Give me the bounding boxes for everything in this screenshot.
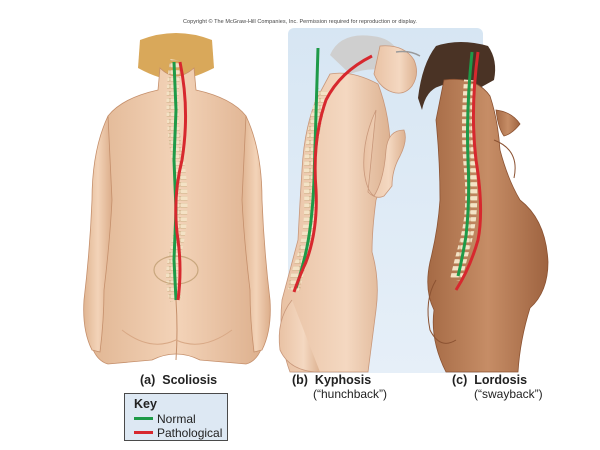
legend-title: Key	[134, 397, 157, 411]
caption-lordosis: (c) Lordosis	[452, 373, 527, 387]
legend-label-normal: Normal	[157, 412, 196, 426]
figure-lordosis	[418, 42, 549, 373]
head-elderly	[373, 45, 417, 94]
copyright-notice: Copyright © The McGraw-Hill Companies, I…	[182, 19, 418, 25]
pathological-curve-b	[292, 54, 373, 293]
hand-pregnant	[495, 109, 521, 137]
pathological-curve-c	[454, 51, 483, 291]
caption-name-b: Kyphosis	[314, 373, 372, 387]
caption-scoliosis: (a) Scoliosis	[140, 373, 217, 387]
hair-blonde	[138, 33, 214, 80]
caption-kyphosis: (b) Kyphosis	[292, 373, 371, 387]
figure-kyphosis	[278, 35, 421, 373]
caption-letter-b: (b)	[292, 373, 308, 387]
spine-curves-b	[292, 47, 373, 293]
legend-item-pathological: Pathological	[134, 426, 222, 440]
pathological-curve-a	[174, 61, 188, 301]
spine-curves-a	[172, 61, 188, 301]
spine-curves-c	[454, 51, 483, 291]
normal-curve-a	[172, 61, 178, 301]
left-arm	[83, 115, 113, 353]
caption-letter-a: (a)	[140, 373, 156, 387]
spine-bones-b	[288, 88, 330, 291]
legend-item-normal: Normal	[134, 412, 196, 426]
legend-swatch-pathological	[134, 431, 153, 435]
arm-elderly	[363, 109, 406, 198]
spine-bones-a	[166, 59, 188, 303]
legend-label-pathological: Pathological	[157, 426, 223, 440]
legend-key: Key Normal Pathological	[124, 393, 228, 441]
normal-curve-c	[456, 51, 474, 277]
body-pregnant	[427, 78, 549, 373]
right-arm	[241, 115, 271, 353]
legend-swatch-normal	[134, 417, 153, 421]
caption-name-c: Lordosis	[474, 373, 528, 387]
caption-letter-c: (c)	[452, 373, 468, 387]
caption-name-a: Scoliosis	[162, 373, 218, 387]
caption-subtitle-b: (“hunchback”)	[313, 387, 388, 401]
caption-subtitle-c: (“swayback”)	[474, 387, 543, 401]
